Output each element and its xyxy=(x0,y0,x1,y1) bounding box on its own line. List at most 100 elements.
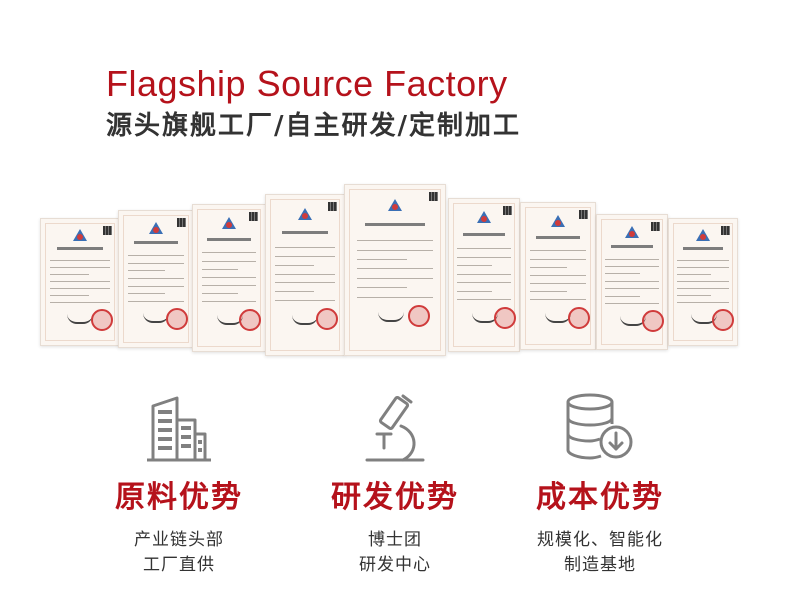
certificate-text-line xyxy=(50,302,110,304)
patent-emblem-icon xyxy=(222,216,236,229)
certificate-heading xyxy=(207,237,251,241)
hero-title: Flagship Source Factory xyxy=(106,63,508,104)
certificate-heading xyxy=(463,232,505,236)
official-seal-icon xyxy=(166,307,189,330)
certificate-text-line xyxy=(529,274,587,276)
certificate-text-line xyxy=(275,246,335,248)
signature-mark xyxy=(545,313,572,323)
certificate-border xyxy=(45,223,115,341)
certificate-text-line xyxy=(529,250,587,252)
qr-code-icon xyxy=(328,202,337,211)
certificate-text-line xyxy=(677,295,712,297)
certificate-text-line xyxy=(457,256,511,258)
patent-emblem-icon xyxy=(477,211,491,224)
certificate-text-line xyxy=(357,240,433,242)
certificate-text-line xyxy=(605,266,659,267)
certificate-text-line xyxy=(677,267,729,268)
certificate-text-line xyxy=(457,265,493,267)
certificate-text-line xyxy=(357,268,433,270)
certificate-text-line xyxy=(457,273,511,275)
signature-mark xyxy=(291,315,318,325)
certificate-heading xyxy=(535,235,581,239)
advantage-title: 研发优势 xyxy=(331,480,459,515)
certificate-text-line xyxy=(677,259,729,261)
certificate-text-line xyxy=(50,281,110,283)
certificate-text-line xyxy=(677,288,729,290)
certificate-text-line xyxy=(457,299,511,301)
certificate-border xyxy=(453,203,515,347)
advantage-raw-material: 原料优势 产业链头部 工厂直供 xyxy=(84,390,274,578)
qr-code-icon xyxy=(651,222,660,231)
certificate-border xyxy=(123,215,189,343)
official-seal-icon xyxy=(568,306,591,329)
advantage-desc-line: 研发中心 xyxy=(359,555,431,575)
official-seal-icon xyxy=(315,308,338,331)
patent-certificate-thumbnail xyxy=(192,204,266,352)
certificate-text-line xyxy=(201,301,257,303)
certificate-border xyxy=(349,189,441,351)
certificate-heading xyxy=(682,247,724,251)
certificate-text-line xyxy=(50,259,110,261)
certificate-text-line xyxy=(127,255,185,257)
official-seal-icon xyxy=(90,308,113,331)
advantage-title: 原料优势 xyxy=(115,480,243,515)
certificate-text-line xyxy=(605,295,641,297)
certificate-text-line xyxy=(529,291,567,293)
certificate-text-line xyxy=(50,295,90,297)
office-building-icon xyxy=(147,396,211,462)
patent-emblem-icon xyxy=(551,214,565,227)
hero-subtitle: 源头旗舰工厂/自主研发/定制加工 xyxy=(106,111,521,141)
certificate-text-line xyxy=(201,276,257,278)
certificate-text-line xyxy=(50,267,110,268)
certificate-text-line xyxy=(457,290,493,292)
patent-emblem-icon xyxy=(388,198,402,211)
certificate-text-line xyxy=(275,300,335,302)
certificate-text-line xyxy=(275,264,315,266)
qr-code-icon xyxy=(429,192,438,201)
certificate-text-line xyxy=(529,258,587,260)
certificate-text-line xyxy=(275,273,335,275)
certificate-heading xyxy=(611,244,653,248)
certificate-text-line xyxy=(50,274,90,276)
signature-mark xyxy=(472,313,499,323)
database-download-icon xyxy=(566,393,633,460)
official-seal-icon xyxy=(238,308,261,331)
official-seal-icon xyxy=(641,310,664,333)
certificate-text-line xyxy=(677,302,729,304)
certificate-text-line xyxy=(201,293,238,295)
certificate-text-line xyxy=(127,293,165,295)
certificate-border xyxy=(197,209,261,347)
certificate-text-line xyxy=(529,299,587,301)
signature-mark xyxy=(377,312,404,323)
certificate-heading xyxy=(56,247,104,251)
certificate-heading xyxy=(365,222,425,226)
certificate-border xyxy=(270,199,340,351)
official-seal-icon xyxy=(712,308,735,331)
patent-emblem-icon xyxy=(73,229,87,242)
patent-emblem-icon xyxy=(149,222,163,235)
patent-certificate-thumbnail xyxy=(344,184,446,356)
certificate-text-line xyxy=(50,288,110,290)
certificate-heading xyxy=(281,230,329,234)
official-seal-icon xyxy=(493,306,516,329)
certificate-text-line xyxy=(127,300,185,302)
certificate-text-line xyxy=(357,287,407,289)
certificate-text-line xyxy=(457,282,511,284)
certificate-heading xyxy=(133,241,179,245)
advantage-research: 研发优势 博士团 研发中心 xyxy=(300,390,490,578)
microscope-icon xyxy=(365,394,425,462)
certificate-text-line xyxy=(127,277,185,279)
certificate-text-line xyxy=(677,281,729,283)
certificate-text-line xyxy=(357,258,407,260)
certificate-text-line xyxy=(201,260,257,262)
advantage-title: 成本优势 xyxy=(536,480,664,515)
patent-certificate-thumbnail xyxy=(40,218,120,346)
advantage-cost: 成本优势 规模化、智能化 制造基地 xyxy=(505,390,695,578)
certificate-text-line xyxy=(677,274,712,276)
signature-mark xyxy=(620,316,647,326)
certificate-text-line xyxy=(605,273,641,275)
advantage-desc-line: 规模化、智能化 xyxy=(537,530,663,550)
advantage-desc-line: 博士团 xyxy=(368,530,422,550)
qr-code-icon xyxy=(249,212,258,221)
patent-certificate-thumbnail xyxy=(668,218,738,346)
